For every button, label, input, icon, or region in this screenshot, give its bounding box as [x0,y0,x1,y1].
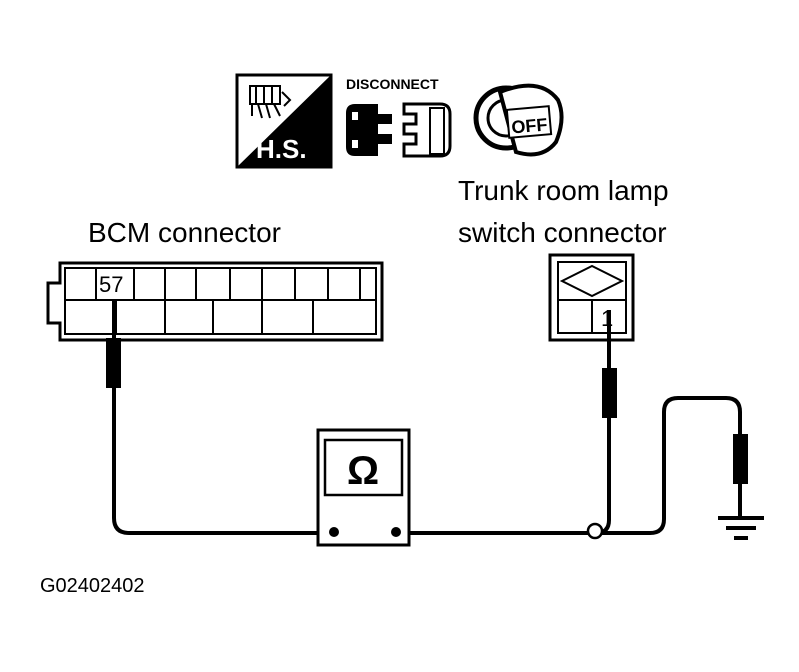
junction-node [586,522,604,540]
ignition-key-off-icon: OFF [473,83,564,157]
hs-label: H.S. [256,134,307,164]
ground-symbol-icon [718,516,764,540]
ignition-off-label: OFF [511,114,549,137]
ground-probe-sleeve [733,434,748,484]
disconnect-label: DISCONNECT [346,76,439,92]
trunk-connector-title-line1: Trunk room lamp [458,175,669,206]
trunk-lead-wire [595,310,611,535]
trunk-lamp-switch-connector: 1 [548,253,635,342]
ground-lead-wire [598,396,742,535]
bcm-connector-title: BCM connector [88,217,281,248]
ohm-symbol: Ω [347,449,379,493]
figure-id: G02402402 [40,575,145,597]
hs-icon: H.S. [235,73,333,169]
trunk-connector-title-line2: switch connector [458,217,667,248]
meter-terminal-right [391,527,401,537]
meter-terminal-left [329,527,339,537]
disconnect-icon: DISCONNECT [346,76,452,158]
trunk-probe-sleeve [602,368,617,418]
left-lead-wire [112,300,332,535]
bcm-probe-sleeve [106,338,121,388]
bcm-connector: 57 [46,261,384,342]
bcm-pin-label: 57 [99,272,123,297]
ohmmeter: Ω [316,428,411,547]
